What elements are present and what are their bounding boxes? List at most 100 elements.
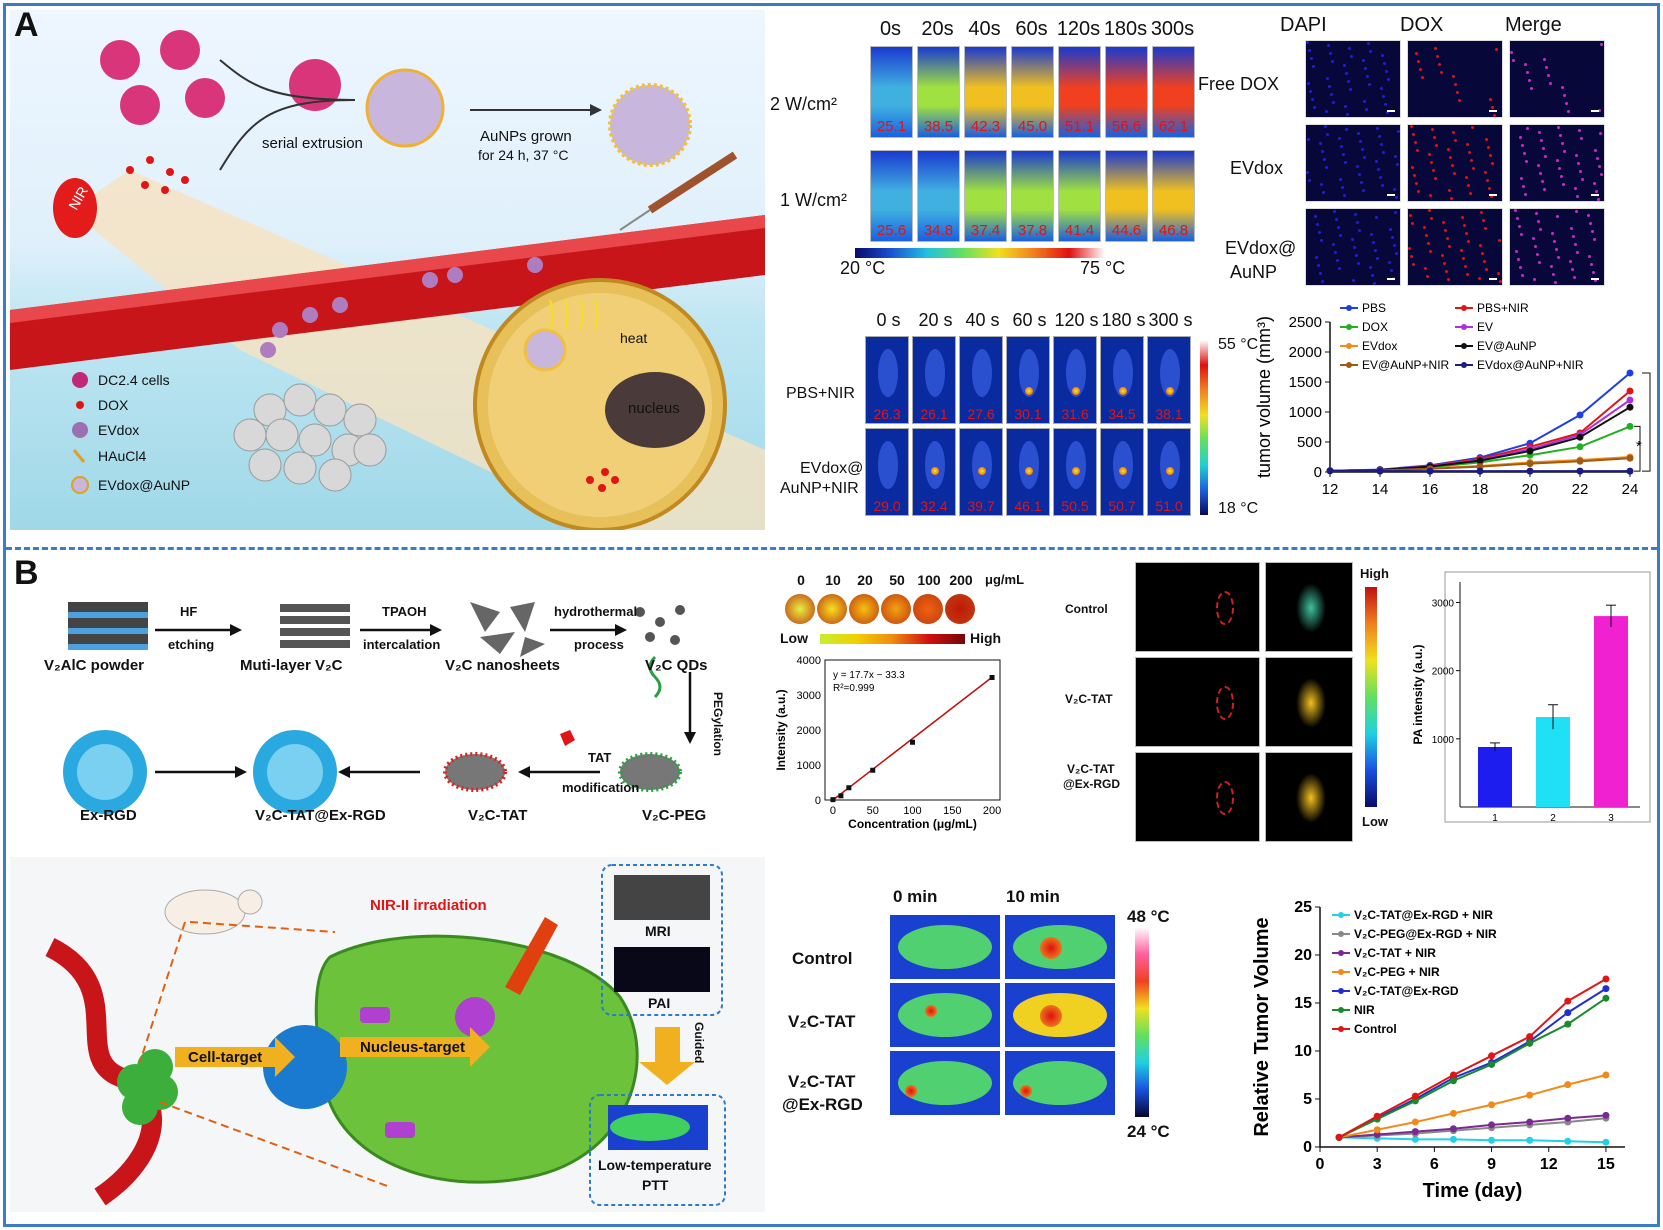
cell-dot <box>1557 126 1560 129</box>
data-point <box>1526 1091 1534 1099</box>
cell-dot <box>1365 108 1368 111</box>
cell-dot <box>1578 129 1581 132</box>
data-point <box>1449 1135 1457 1143</box>
cell-dot <box>1563 150 1566 153</box>
cell-dot <box>1440 71 1443 74</box>
cell-dot <box>1561 142 1564 145</box>
x-tick-label: 6 <box>1430 1156 1439 1173</box>
cell-dot <box>1306 41 1309 44</box>
hotspot <box>925 1005 937 1017</box>
mb-row-ex-2: @Ex-RGD <box>782 1095 863 1114</box>
mechanism-schematic: NIR-II irradiation Cell-target Nucleus-t… <box>10 857 765 1212</box>
x-tick-label: 3 <box>1373 1156 1382 1173</box>
tube-time-label: 300s <box>1150 18 1195 40</box>
pa-row-v2c-tat-ex-1: V₂C-TAT <box>1067 762 1115 776</box>
cell-dot <box>1490 195 1493 198</box>
cell-dot <box>1569 260 1572 263</box>
aunps-grown-condition: for 24 h, 37 °C <box>478 147 569 163</box>
step-v2c-peg: V₂C-PEG <box>642 807 707 824</box>
data-point <box>1602 994 1610 1002</box>
step-qds: V₂C QDs <box>645 657 708 674</box>
fl-col-dox: DOX <box>1400 14 1444 36</box>
pa-row-control: Control <box>1065 602 1108 616</box>
cell-dot <box>1577 162 1580 165</box>
cell-dot <box>1381 54 1384 57</box>
data-point <box>1526 1039 1534 1047</box>
fluorescence-tile <box>1305 124 1401 202</box>
cell-dot <box>1341 186 1344 189</box>
legend-marker <box>1338 931 1344 937</box>
cell-dot <box>1479 244 1482 247</box>
mice-time-label: 20 s <box>918 310 953 330</box>
cell-dot <box>1537 220 1540 223</box>
cell-dot <box>1362 189 1365 192</box>
cell-dot <box>1499 280 1502 283</box>
cell-dot <box>1579 170 1582 173</box>
schematic-drawing <box>10 30 765 530</box>
cell-dot <box>1354 213 1357 216</box>
legend-label: EV@AuNP+NIR <box>1362 358 1450 372</box>
data-point <box>1564 1137 1572 1145</box>
arrow2-intercalation: intercalation <box>363 637 441 652</box>
series-line <box>1339 1136 1606 1144</box>
x-tick-label: 24 <box>1622 481 1639 498</box>
series-line <box>1338 997 1607 1139</box>
cell-dot <box>1528 79 1531 82</box>
cell-dot <box>1593 182 1596 185</box>
cell-dot <box>1434 47 1437 50</box>
fluorescence-tile <box>1509 124 1605 202</box>
cell-dot <box>1489 154 1492 157</box>
legend-dox: DOX <box>98 397 129 413</box>
mouse-body <box>898 993 992 1037</box>
pa-colorbar-low: Low <box>1362 814 1388 829</box>
data-point <box>1373 1126 1381 1134</box>
cell-dot <box>1594 149 1597 152</box>
cell-dot <box>1538 131 1541 134</box>
cell-dot <box>1452 131 1455 134</box>
legend-label: V₂C-TAT@Ex-RGD + NIR <box>1354 908 1493 922</box>
mouse-thermal-tile: 38.1 <box>1147 336 1191 424</box>
mb-scale-min: 24 °C <box>1127 1122 1170 1141</box>
tube-temp-value: 44.6 <box>1111 222 1142 239</box>
cell-dot <box>1560 175 1563 178</box>
cell-dot <box>1596 157 1599 160</box>
cell-dot <box>1523 152 1526 155</box>
data-point <box>1488 1121 1496 1129</box>
cell-dot <box>1372 241 1375 244</box>
data-point <box>1602 1138 1610 1146</box>
cell-dot <box>1312 65 1315 68</box>
cell-dot <box>1357 132 1360 135</box>
mouse-thermal-tile-b <box>890 983 1000 1047</box>
tube-temp-value: 62.1 <box>1158 118 1189 135</box>
cell-dot <box>1543 58 1546 61</box>
cell-dot <box>1412 133 1415 136</box>
legend-evdox: EVdox <box>98 422 140 438</box>
cell-dot <box>1355 254 1358 257</box>
hotspot <box>1025 387 1033 395</box>
cell-dot <box>1429 194 1432 197</box>
cell-dot <box>1580 137 1583 140</box>
data-point <box>1488 1052 1496 1060</box>
tube-thermal-tile: 41.4 <box>1058 150 1101 242</box>
pa-image-tile <box>1135 752 1260 842</box>
cell-dot <box>1485 268 1488 271</box>
cell-dot <box>1462 257 1465 260</box>
mouse-thermal-tile-b <box>890 1051 1000 1115</box>
scale-bar <box>1591 278 1599 280</box>
mouse-temp-value: 50.7 <box>1108 498 1136 514</box>
legend-haucl4: HAuCl4 <box>98 448 147 464</box>
cell-dot <box>1587 214 1590 217</box>
mice-row-pbs-nir: PBS+NIR <box>786 385 855 402</box>
tube-time-label: 0s <box>879 18 902 40</box>
cell-dot <box>1431 128 1434 131</box>
data-point <box>1626 387 1634 395</box>
legend-label: EV@AuNP <box>1477 339 1537 353</box>
cell-dot <box>1535 212 1538 215</box>
data-point <box>1526 467 1534 475</box>
x-tick-label: 18 <box>1472 481 1489 498</box>
mouse-body <box>898 925 992 969</box>
cell-dot <box>1510 51 1513 54</box>
tube-scale-min: 20 °C <box>840 258 886 278</box>
